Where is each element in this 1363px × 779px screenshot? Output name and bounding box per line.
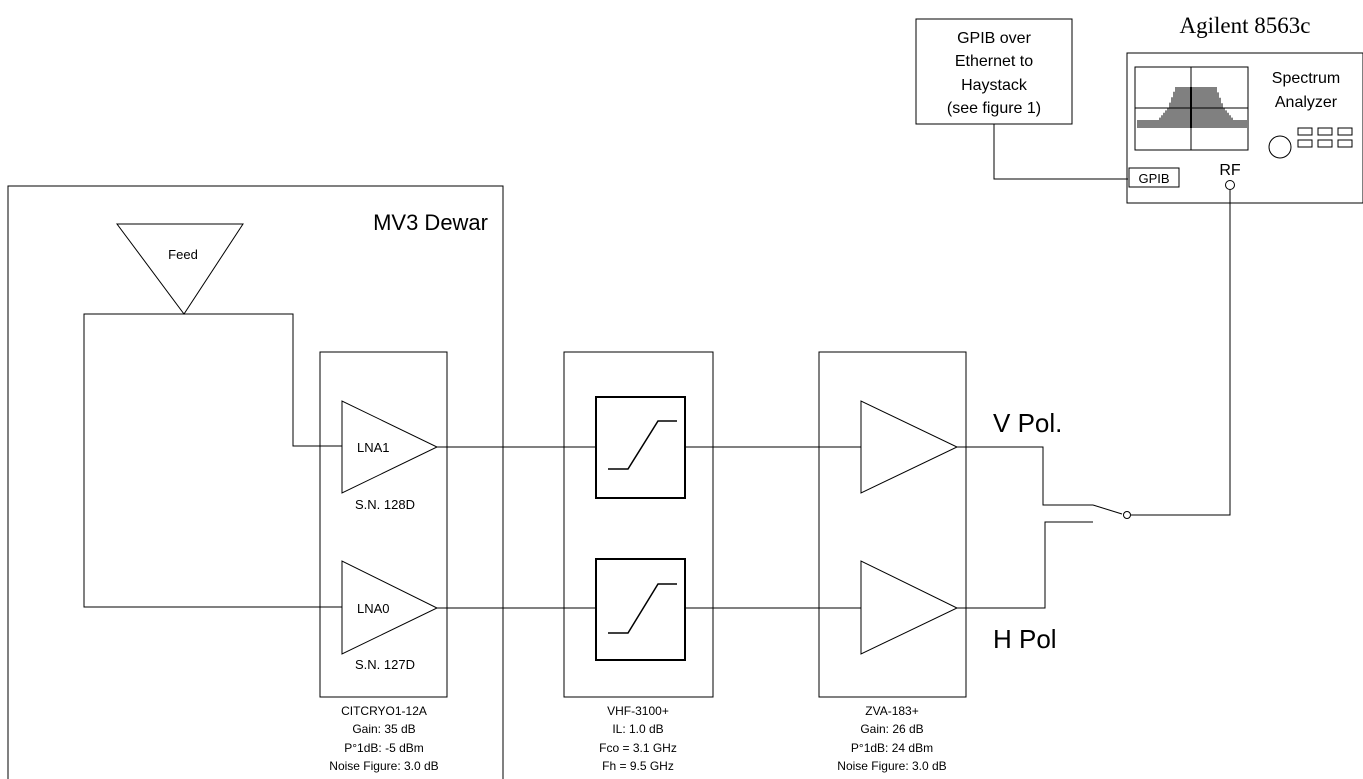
gpib-note-line: (see figure 1) [947, 100, 1041, 117]
feed-wire-v [184, 313, 342, 447]
highpass-filter-bottom [595, 558, 686, 661]
filter-spec: IL: 1.0 dB [612, 722, 663, 736]
v-pol-label: V Pol. [993, 408, 1062, 438]
dewar-box [7, 185, 504, 779]
key-icon [1297, 127, 1313, 136]
rf-port-connector [1225, 180, 1235, 190]
lna-spec: Noise Figure: 3.0 dB [329, 759, 438, 773]
analyzer-label: Analyzer [1275, 94, 1338, 111]
analyzer-body [1126, 52, 1363, 204]
feed-horn [116, 223, 244, 315]
switch-arm [1092, 504, 1123, 515]
analyzer-title: Agilent 8563c [1180, 13, 1311, 38]
filter-box [563, 351, 714, 698]
key-icon [1317, 127, 1333, 136]
v-amplifier [860, 400, 959, 494]
h-amplifier [860, 560, 959, 655]
lna-box [319, 351, 448, 698]
v-output-wire [957, 446, 1093, 506]
rf-port-label: RF [1219, 162, 1241, 179]
rf-cable [1131, 190, 1231, 516]
lna1-label: LNA1 [357, 440, 390, 455]
feed-label: Feed [168, 247, 198, 262]
gpib-cable [993, 124, 1128, 180]
amp-spec: Gain: 26 dB [860, 722, 923, 736]
gpib-note-line: GPIB over [957, 30, 1031, 47]
filter-spec: Fco = 3.1 GHz [599, 741, 677, 755]
amp-spec: P°1dB: 24 dBm [851, 741, 933, 755]
gpib-port [1128, 167, 1180, 188]
spectrum-analyzer [1126, 52, 1363, 204]
dewar-title: MV3 Dewar [373, 210, 488, 235]
gpib-port-label: GPIB [1138, 171, 1169, 186]
amp-spec: Noise Figure: 3.0 dB [837, 759, 946, 773]
gpib-note-line: Haystack [961, 77, 1028, 94]
lna1-serial: S.N. 128D [355, 497, 415, 512]
tuning-knob-icon [1268, 135, 1292, 159]
key-icon [1337, 127, 1353, 136]
switch-pivot [1123, 511, 1131, 519]
key-icon [1337, 139, 1353, 148]
analyzer-label: Spectrum [1272, 70, 1340, 87]
lna1-amplifier [341, 400, 439, 494]
lna-spec: P°1dB: -5 dBm [344, 741, 424, 755]
filter-spec: Fh = 9.5 GHz [602, 759, 674, 773]
amp-spec: ZVA-183+ [865, 704, 918, 718]
spectrum-trace [1137, 87, 1247, 128]
highpass-curve-icon [608, 583, 677, 634]
h-pol-label: H Pol [993, 624, 1057, 654]
lna-spec: CITCRYO1-12A [341, 704, 427, 718]
filter-spec: VHF-3100+ [607, 704, 669, 718]
key-icon [1317, 139, 1333, 148]
lna-spec: Gain: 35 dB [352, 722, 415, 736]
lna0-amplifier [341, 560, 439, 655]
lna0-label: LNA0 [357, 601, 390, 616]
key-icon [1297, 139, 1313, 148]
gpib-note-line: Ethernet to [955, 53, 1033, 70]
highpass-curve-icon [608, 420, 677, 470]
amp-box [818, 351, 967, 698]
h-output-wire [957, 521, 1093, 609]
feed-wire-h [83, 313, 342, 608]
highpass-filter-top [595, 396, 686, 499]
lna0-serial: S.N. 127D [355, 657, 415, 672]
